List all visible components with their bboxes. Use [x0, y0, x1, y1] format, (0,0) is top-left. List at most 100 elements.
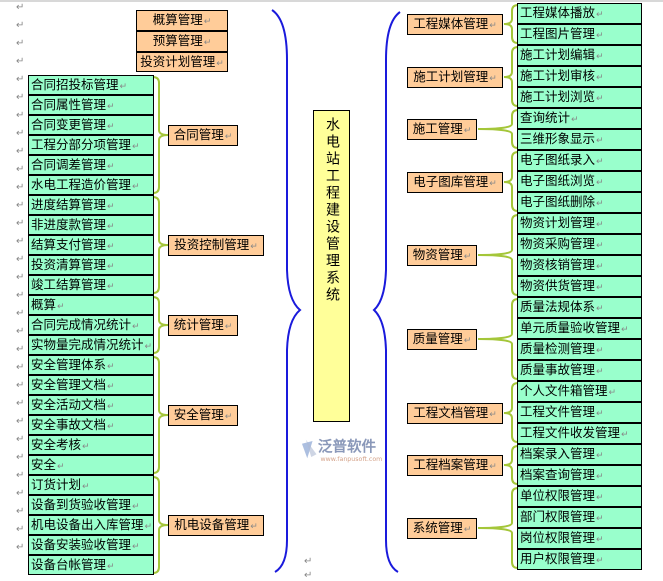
document-top-border — [0, 0, 663, 2]
function-node[interactable]: 设备安装验收管理↵ — [28, 535, 154, 555]
paragraph-mark-icon: ↵ — [596, 52, 604, 62]
node-label: 工程文件管理 — [520, 404, 596, 419]
module-node[interactable]: 安全管理↵ — [168, 405, 238, 426]
function-node[interactable]: 安全考核↵ — [28, 435, 154, 455]
function-node[interactable]: 档案查询管理↵ — [517, 465, 642, 486]
function-node[interactable]: 合同变更管理↵ — [28, 115, 154, 135]
function-node[interactable]: 安全管理文档↵ — [28, 375, 154, 395]
function-node[interactable]: 档案录入管理↵ — [517, 444, 642, 465]
paragraph-mark-icon: ↵ — [596, 31, 604, 41]
function-node[interactable]: 电子图纸浏览↵ — [517, 171, 642, 192]
function-node[interactable]: 机电设备出入库管理↵ — [28, 515, 154, 535]
node-label: 安全考核 — [31, 437, 82, 452]
node-label: 合同招投标管理 — [31, 77, 119, 92]
module-node[interactable]: 质量管理↵ — [407, 329, 477, 350]
function-node[interactable]: 工程分部分项管理↵ — [28, 135, 154, 155]
module-node[interactable]: 统计管理↵ — [168, 315, 238, 336]
module-node[interactable]: 工程媒体管理↵ — [407, 14, 503, 35]
paragraph-mark-icon: ↵ — [16, 416, 25, 427]
function-node[interactable]: 概算↵ — [28, 295, 154, 315]
function-node[interactable]: 合同属性管理↵ — [28, 95, 154, 115]
module-node[interactable]: 预算管理↵ — [136, 31, 228, 52]
function-node[interactable]: 施工计划编辑↵ — [517, 45, 642, 66]
paragraph-mark-icon: ↵ — [216, 59, 224, 69]
function-node[interactable]: 质量事故管理↵ — [517, 360, 642, 381]
paragraph-mark-icon: ↵ — [16, 254, 25, 265]
function-node[interactable]: 设备台帐管理↵ — [28, 555, 154, 575]
module-node[interactable]: 概算管理↵ — [136, 10, 228, 31]
function-node[interactable]: 电子图纸删除↵ — [517, 192, 642, 213]
function-node[interactable]: 订货计划↵ — [28, 475, 154, 495]
function-node[interactable]: 施工计划浏览↵ — [517, 87, 642, 108]
module-node[interactable]: 物资管理↵ — [407, 245, 477, 266]
function-node[interactable]: 投资清算管理↵ — [28, 255, 154, 275]
function-node[interactable]: 查询统计↵ — [517, 108, 642, 129]
function-node[interactable]: 竣工结算管理↵ — [28, 275, 154, 295]
paragraph-mark-icon: ↵ — [596, 514, 604, 524]
paragraph-mark-icon: ↵ — [107, 162, 115, 172]
function-node[interactable]: 物资核销管理↵ — [517, 255, 642, 276]
paragraph-mark-icon: ↵ — [132, 322, 140, 332]
function-node[interactable]: 进度结算管理↵ — [28, 195, 154, 215]
brace-connector — [477, 298, 519, 380]
function-node[interactable]: 物资计划管理↵ — [517, 213, 642, 234]
node-label: 概算管理 — [152, 12, 203, 27]
function-node[interactable]: 工程媒体播放↵ — [517, 3, 642, 24]
function-node[interactable]: 合同招投标管理↵ — [28, 75, 154, 95]
module-node[interactable]: 机电设备管理↵ — [168, 515, 264, 536]
function-node[interactable]: 安全活动文档↵ — [28, 395, 154, 415]
function-node[interactable]: 合同完成情况统计↵ — [28, 315, 154, 335]
function-node[interactable]: 工程文件收发管理↵ — [517, 423, 642, 444]
node-label: 电子图纸浏览 — [520, 173, 596, 188]
function-node[interactable]: 单位权限管理↵ — [517, 486, 642, 507]
function-node[interactable]: 工程文件管理↵ — [517, 402, 642, 423]
function-node[interactable]: 水电工程造价管理↵ — [28, 175, 154, 195]
function-node[interactable]: 物资采购管理↵ — [517, 234, 642, 255]
function-node[interactable]: 施工计划审核↵ — [517, 66, 642, 87]
module-node[interactable]: 电子图库管理↵ — [407, 172, 503, 193]
function-node[interactable]: 物资供货管理↵ — [517, 276, 642, 297]
brace-connector — [503, 46, 519, 107]
root-node-label: 水电站工程建设管理系统 — [324, 117, 340, 304]
paragraph-mark-icon: ↵ — [304, 570, 313, 581]
module-node[interactable]: 合同管理↵ — [168, 125, 238, 146]
module-node[interactable]: 系统管理↵ — [407, 518, 477, 539]
node-label: 预算管理 — [152, 33, 203, 48]
function-node[interactable]: 部门权限管理↵ — [517, 507, 642, 528]
function-node[interactable]: 工程图片管理↵ — [517, 24, 642, 45]
paragraph-mark-icon: ↵ — [621, 325, 629, 335]
brace-connector — [152, 476, 169, 574]
paragraph-mark-icon: ↵ — [596, 493, 604, 503]
function-node[interactable]: 实物量完成情况统计↵ — [28, 335, 154, 355]
module-node[interactable]: 投资计划管理↵ — [136, 52, 228, 72]
paragraph-mark-icon: ↵ — [596, 346, 604, 356]
function-node[interactable]: 设备到货验收管理↵ — [28, 495, 154, 515]
module-node[interactable]: 投资控制管理↵ — [168, 235, 264, 256]
function-node[interactable]: 结算支付管理↵ — [28, 235, 154, 255]
function-node[interactable]: 个人文件箱管理↵ — [517, 381, 642, 402]
module-node[interactable]: 工程文档管理↵ — [407, 403, 503, 424]
paragraph-mark-icon: ↵ — [107, 102, 115, 112]
function-node[interactable]: 用户权限管理↵ — [517, 549, 642, 570]
function-node[interactable]: 三维形象显示↵ — [517, 129, 642, 150]
function-node[interactable]: 安全事故文档↵ — [28, 415, 154, 435]
node-label: 结算支付管理 — [31, 237, 107, 252]
function-node[interactable]: 安全↵ — [28, 455, 154, 475]
module-node[interactable]: 施工计划管理↵ — [407, 67, 503, 88]
function-node[interactable]: 岗位权限管理↵ — [517, 528, 642, 549]
node-label: 档案查询管理 — [520, 467, 596, 482]
module-node[interactable]: 施工管理↵ — [407, 119, 477, 140]
function-node[interactable]: 安全管理体系↵ — [28, 355, 154, 375]
function-node[interactable]: 质量法规体系↵ — [517, 297, 642, 318]
module-node[interactable]: 工程档案管理↵ — [407, 455, 503, 476]
paragraph-mark-icon: ↵ — [107, 562, 115, 572]
function-node[interactable]: 质量检测管理↵ — [517, 339, 642, 360]
paragraph-mark-icon: ↵ — [107, 242, 115, 252]
function-node[interactable]: 非进度款管理↵ — [28, 215, 154, 235]
function-node[interactable]: 电子图纸录入↵ — [517, 150, 642, 171]
function-node[interactable]: 合同调差管理↵ — [28, 155, 154, 175]
paragraph-mark-icon: ↵ — [596, 94, 604, 104]
paragraph-mark-icon: ↵ — [203, 38, 212, 48]
function-node[interactable]: 单元质量验收管理↵ — [517, 318, 642, 339]
paragraph-mark-icon: ↵ — [596, 451, 604, 461]
